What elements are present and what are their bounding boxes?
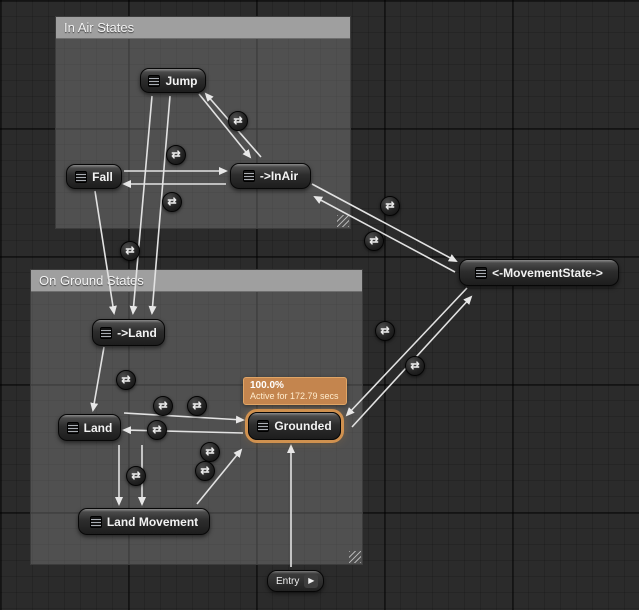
state-machine-icon: [75, 170, 88, 183]
transition-arrows-icon: ⇄: [380, 324, 390, 337]
transition-arrows-icon: ⇄: [385, 199, 395, 212]
transition-node-grounded-landmovement[interactable]: ⇄: [195, 461, 215, 481]
state-machine-icon: [475, 266, 488, 279]
entry-node[interactable]: Entry ▶: [267, 570, 325, 592]
state-node-land-movement[interactable]: Land Movement: [78, 508, 210, 535]
wire-movementstate-to-grounded: [345, 287, 468, 417]
transition-arrows-icon: ⇄: [233, 114, 243, 127]
transition-arrows-icon: ⇄: [192, 399, 202, 412]
state-machine-icon: [242, 170, 255, 182]
state-node-movementstate[interactable]: <-MovementState->: [459, 259, 619, 286]
state-node-fall[interactable]: Fall: [66, 164, 122, 189]
transition-arrows-icon: ⇄: [152, 423, 162, 436]
transition-arrows-icon: ⇄: [200, 464, 210, 477]
state-machine-icon: [89, 515, 102, 528]
state-node-land[interactable]: Land: [58, 414, 121, 441]
state-machine-icon: [148, 74, 161, 87]
transition-arrows-icon: ⇄: [158, 399, 168, 412]
transition-arrows-icon: ⇄: [205, 445, 215, 458]
transition-node-movementstate-grounded[interactable]: ⇄: [375, 321, 395, 341]
resize-handle-icon[interactable]: [349, 551, 361, 563]
transition-node-land-grounded-b[interactable]: ⇄: [187, 396, 207, 416]
resize-handle-icon[interactable]: [337, 215, 349, 227]
transition-node-land-landmovement[interactable]: ⇄: [126, 466, 146, 486]
transition-arrows-icon: ⇄: [369, 234, 379, 247]
transition-node-land-grounded-a[interactable]: ⇄: [153, 396, 173, 416]
entry-label: Entry: [276, 575, 300, 587]
comment-box-in-air-states: In Air States: [55, 16, 351, 229]
comment-title: On Ground States: [39, 273, 144, 288]
transition-node-inair-movementstate[interactable]: ⇄: [380, 196, 400, 216]
node-label: ->InAir: [259, 169, 299, 183]
node-label: Jump: [165, 73, 198, 88]
comment-header-on-ground-states[interactable]: On Ground States: [31, 270, 362, 292]
transition-node-jump-inair[interactable]: ⇄: [228, 111, 248, 131]
state-machine-icon: [257, 420, 270, 432]
state-machine-icon: [66, 421, 79, 434]
active-weight-percent: 100.0%: [250, 380, 284, 391]
transition-node-grounded-movementstate[interactable]: ⇄: [405, 356, 425, 376]
state-machine-icon: [100, 326, 113, 339]
state-node-jump[interactable]: Jump: [140, 68, 206, 93]
transition-arrows-icon: ⇄: [131, 469, 141, 482]
transition-arrows-icon: ⇄: [171, 148, 181, 161]
node-label: Land Movement: [106, 514, 199, 529]
node-label: Grounded: [274, 419, 332, 433]
state-node-inair[interactable]: ->InAir: [230, 163, 311, 189]
transition-arrows-icon: ⇄: [121, 373, 131, 386]
transition-node-fall-inair[interactable]: ⇄: [162, 192, 182, 212]
comment-title: In Air States: [64, 20, 135, 35]
transition-arrows-icon: ⇄: [167, 195, 177, 208]
transition-node-grounded-land[interactable]: ⇄: [147, 420, 167, 440]
transition-node-movementstate-inair[interactable]: ⇄: [364, 231, 384, 251]
transition-node-landmovement-grounded[interactable]: ⇄: [200, 442, 220, 462]
active-state-tooltip: 100.0% Active for 172.79 secs: [243, 377, 347, 405]
node-label: ->Land: [117, 325, 157, 340]
node-label: Fall: [92, 169, 113, 184]
transition-node-jump-fall[interactable]: ⇄: [166, 145, 186, 165]
transition-arrows-icon: ⇄: [125, 244, 135, 257]
comment-header-in-air-states[interactable]: In Air States: [56, 17, 350, 39]
transition-node-air-to-land[interactable]: ⇄: [120, 241, 140, 261]
node-label: <-MovementState->: [492, 265, 603, 280]
state-node-to-land[interactable]: ->Land: [92, 319, 165, 346]
play-icon: ▶: [304, 574, 319, 588]
transition-node-landconduit-land[interactable]: ⇄: [116, 370, 136, 390]
active-duration-text: Active for 172.79 secs: [250, 391, 339, 401]
state-node-grounded[interactable]: Grounded: [248, 412, 341, 440]
node-label: Land: [83, 420, 113, 435]
transition-arrows-icon: ⇄: [410, 359, 420, 372]
